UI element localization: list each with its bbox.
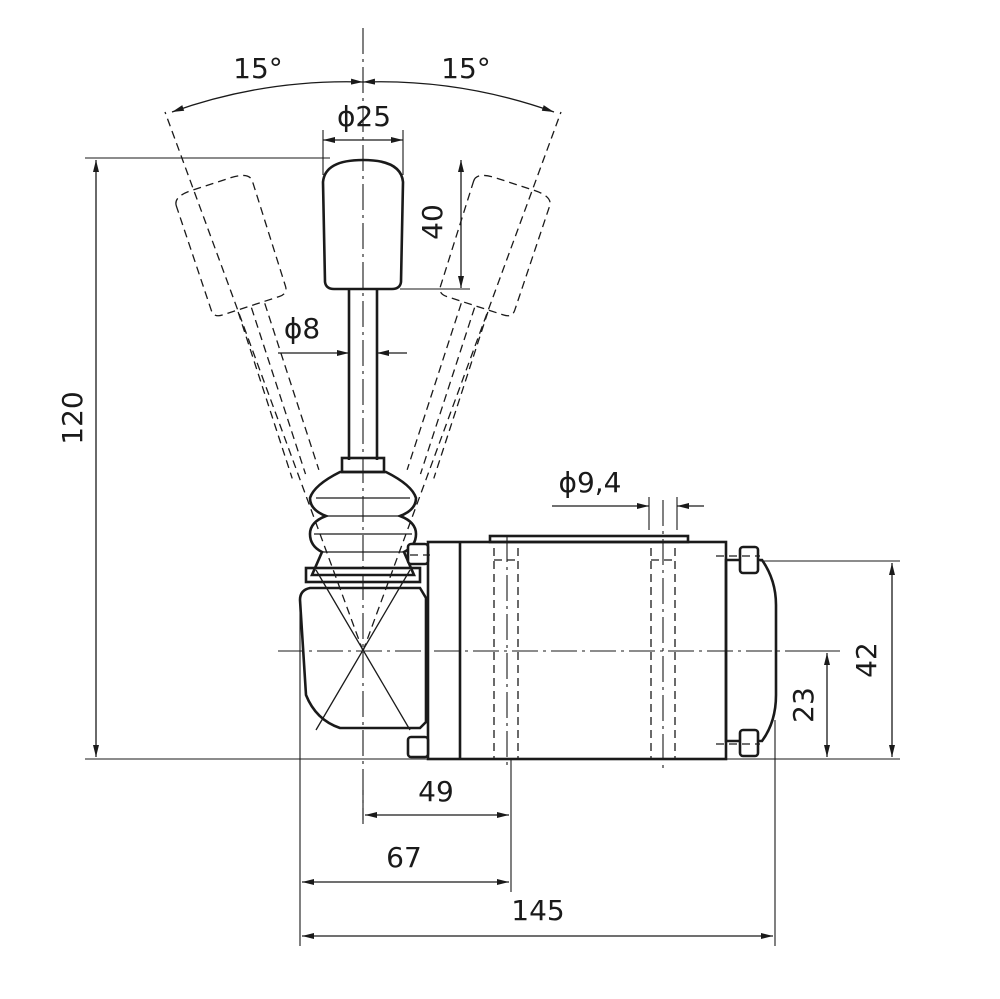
ghost-lever-left — [175, 174, 320, 479]
base-to-port-label: 67 — [386, 841, 422, 874]
axis-height-label: 23 — [787, 687, 820, 723]
center-lines — [278, 28, 800, 820]
angle-left-label: 15° — [233, 52, 283, 85]
extension-lines — [85, 130, 900, 946]
dimension-lines — [93, 78, 895, 939]
rubber-boot — [304, 470, 422, 584]
knob-height-label: 40 — [416, 204, 449, 240]
shaft-diameter-label: ϕ8 — [284, 312, 320, 345]
angle-right-label: 15° — [441, 52, 491, 85]
swing-lines — [164, 111, 562, 731]
pivot-to-port-label: 49 — [418, 775, 454, 808]
total-length-label: 145 — [511, 894, 564, 927]
knob-diameter-label: ϕ25 — [337, 100, 391, 133]
port-diameter-label: ϕ9,4 — [559, 466, 622, 499]
valve-body — [406, 534, 778, 761]
lever-knob — [321, 158, 405, 291]
lever-housing — [298, 586, 428, 730]
dimension-labels: 15° 15° ϕ25 40 ϕ8 ϕ9,4 120 42 23 49 67 1… — [56, 52, 883, 927]
body-height-label: 42 — [850, 642, 883, 678]
total-height-label: 120 — [56, 391, 89, 444]
ghost-lever-right — [406, 174, 551, 479]
